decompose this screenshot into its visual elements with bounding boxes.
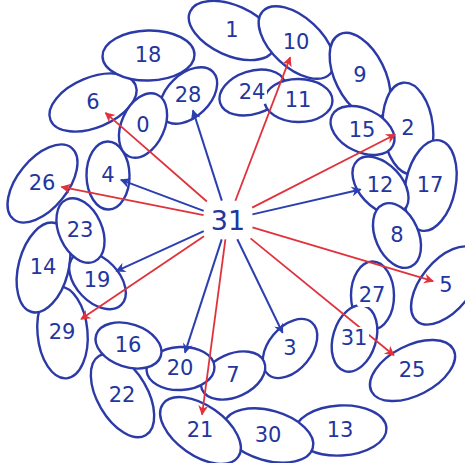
- braid-lobe: 15: [345, 117, 380, 144]
- braid-lobe: 4: [97, 162, 119, 189]
- braid-lobe: 23: [63, 217, 98, 244]
- lobe-number: 16: [113, 334, 144, 357]
- braid-lobe: 28: [171, 82, 206, 109]
- pointer-arrow: [116, 231, 203, 271]
- braid-lobe: 25: [395, 357, 430, 384]
- lobe-number: 25: [397, 359, 428, 382]
- braid-lobe: 26: [25, 170, 60, 197]
- lobe-number: 21: [185, 419, 216, 442]
- pointer-arrow: [251, 238, 394, 355]
- braid-lobe: 11: [281, 87, 316, 114]
- braid-lobe: 17: [413, 172, 448, 199]
- braid-lobe: 30: [251, 422, 286, 449]
- center-number: 31: [209, 206, 247, 235]
- braid-lobe: 13: [323, 417, 358, 444]
- pointer-arrow: [235, 57, 290, 200]
- lobe-number: 15: [347, 119, 378, 142]
- braid-lobe: 9: [349, 62, 371, 89]
- braid-lobe: 10: [279, 29, 314, 56]
- braid-lobe: 14: [26, 254, 61, 281]
- braid-lobe: 18: [131, 42, 166, 69]
- braid-lobe: 22: [105, 382, 140, 409]
- lobe-number: 22: [107, 384, 138, 407]
- lobe-number: 20: [165, 357, 196, 380]
- braid-lobe: 21: [183, 417, 218, 444]
- lobe-number: 23: [65, 219, 96, 242]
- lobe-number: 12: [365, 174, 396, 197]
- lobe-number: 14: [28, 256, 59, 279]
- lobe-number: 4: [99, 164, 116, 187]
- lobe-number: 0: [134, 114, 151, 137]
- braid-lobe: 12: [363, 172, 398, 199]
- braid-lobe: 19: [80, 267, 115, 294]
- braid-lobe: 31: [337, 325, 372, 352]
- lobe-number: 11: [283, 89, 314, 112]
- lobe-number: 6: [84, 91, 101, 114]
- lobe-number: 5: [437, 274, 454, 297]
- pointer-arrow: [81, 236, 204, 319]
- lobe-number: 10: [281, 31, 312, 54]
- lobe-shape: [322, 96, 402, 165]
- lobe-number: 18: [133, 44, 164, 67]
- braid-lobe: 29: [45, 319, 80, 346]
- braid-lobe: 0: [132, 112, 154, 139]
- lobe-number: 26: [27, 172, 58, 195]
- lobe-number: 9: [351, 64, 368, 87]
- pointer-arrow: [185, 239, 222, 352]
- lobe-number: 7: [224, 364, 241, 387]
- lobe-number: 30: [253, 424, 284, 447]
- lobe-number: 1: [223, 19, 240, 42]
- lobe-shape: [264, 78, 332, 122]
- lobe-number: 3: [281, 337, 298, 360]
- center-number: 31: [207, 204, 250, 237]
- braid-lobe: 24: [235, 79, 270, 106]
- lobe-number: 2: [399, 117, 416, 140]
- pointer-arrow: [61, 187, 203, 215]
- pointer-arrow: [252, 135, 395, 208]
- pointer-arrow: [121, 180, 204, 211]
- braid-lobe: 5: [435, 272, 457, 299]
- braid-lobe: 8: [386, 222, 408, 249]
- pointer-arrow: [193, 110, 222, 200]
- braid-lobe: 27: [355, 282, 390, 309]
- lobe-number: 31: [339, 327, 370, 350]
- lobe-number: 8: [388, 224, 405, 247]
- braid-lobe: 3: [279, 335, 301, 362]
- pointer-arrow: [202, 239, 225, 414]
- braid-lobe: 7: [222, 362, 244, 389]
- lobe-shape: [324, 299, 385, 376]
- lobe-number: 13: [325, 419, 356, 442]
- lobe-shape: [109, 85, 176, 165]
- pointer-arrow: [106, 113, 207, 202]
- lobe-number: 27: [357, 284, 388, 307]
- pointer-arrow: [237, 239, 282, 333]
- lobe-number: 19: [82, 269, 113, 292]
- braid-lobe: 2: [397, 115, 419, 142]
- lobe-shape: [89, 314, 167, 376]
- lobe-number: 28: [173, 84, 204, 107]
- braid-lobe: 20: [163, 355, 198, 382]
- braid-lobe: 1: [221, 17, 243, 44]
- braid-lobe: 6: [82, 89, 104, 116]
- lobe-number: 17: [415, 174, 446, 197]
- braid-lobe: 16: [111, 332, 146, 359]
- lobe-number: 24: [237, 81, 268, 104]
- pointer-arrow: [252, 189, 360, 214]
- lobe-number: 29: [47, 321, 78, 344]
- pointer-arrow: [252, 227, 433, 281]
